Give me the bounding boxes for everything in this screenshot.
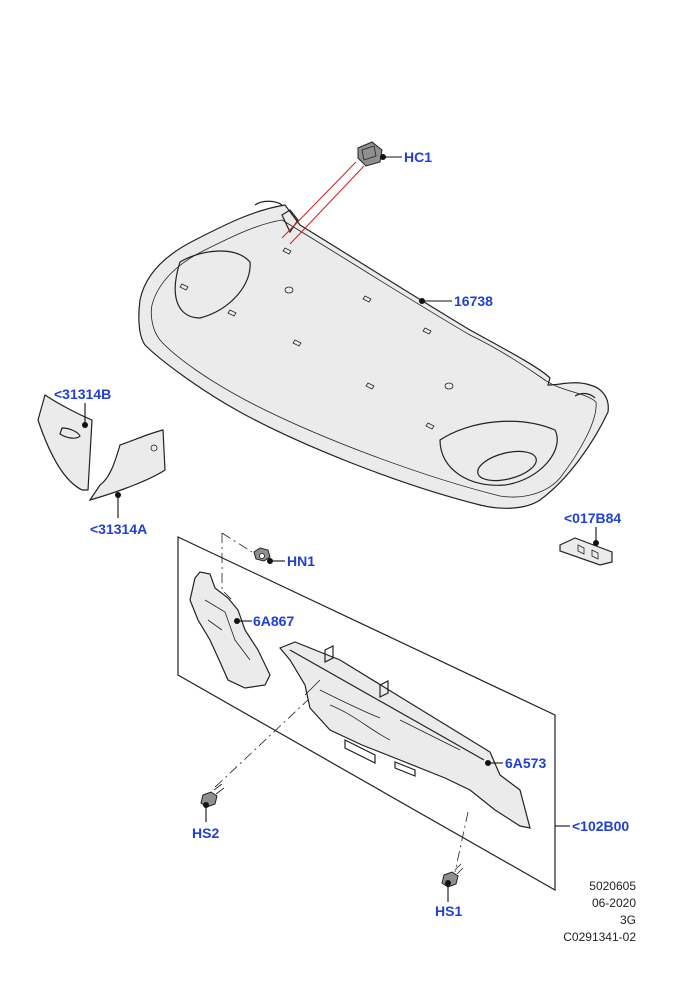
- leader-hs2: [203, 802, 209, 822]
- callout-hs2: HS2: [192, 825, 219, 841]
- nut-hn1: [253, 547, 271, 562]
- info-line-2: 06-2020: [591, 896, 636, 910]
- leader-16738: [419, 298, 452, 304]
- leader-hn1: [267, 558, 285, 564]
- pad-31314b: [37, 394, 93, 491]
- callout-16738: 16738: [454, 293, 493, 309]
- leader-hc1: [380, 154, 402, 160]
- callout-6a867: 6A867: [253, 613, 294, 629]
- callout-017b84: <017B84: [564, 510, 621, 526]
- guide-line-red-1: [281, 161, 357, 239]
- liftgate-trim-panel: [138, 200, 609, 509]
- leader-017b84: [593, 527, 599, 546]
- leader-31314b: [82, 403, 88, 428]
- info-line-1: 5020605: [589, 879, 636, 893]
- bracket-6a867: [189, 571, 271, 689]
- clip-hc1: [281, 141, 383, 245]
- guide-line-hs2: [211, 697, 311, 791]
- callout-hn1: HN1: [287, 553, 315, 569]
- callout-31314a: <31314A: [90, 521, 147, 537]
- callout-hs1: HS1: [435, 903, 462, 919]
- guide-line-red-2: [289, 165, 365, 245]
- info-line-3: 3G: [619, 913, 636, 927]
- callout-31314b: <31314B: [54, 386, 111, 402]
- info-line-4: C0291341-02: [563, 930, 636, 944]
- assembly-boundary: [177, 536, 556, 892]
- leader-6a573: [485, 760, 503, 766]
- bracket-017b84: [559, 537, 613, 566]
- guide-line-hs1: [454, 811, 469, 873]
- guide-line-hn1: [221, 532, 253, 601]
- callout-6a573: 6A573: [505, 755, 546, 771]
- leader-6a867: [234, 618, 252, 624]
- lower-trim-panel-6a573: [279, 641, 531, 829]
- callout-hc1: HC1: [404, 149, 432, 165]
- pad-31314a: [88, 429, 166, 502]
- leader-31314a: [115, 492, 121, 518]
- info-block: 5020605 06-2020 3G C0291341-02: [563, 878, 636, 946]
- leader-hs1: [445, 880, 451, 902]
- callout-102b00: <102B00: [572, 818, 629, 834]
